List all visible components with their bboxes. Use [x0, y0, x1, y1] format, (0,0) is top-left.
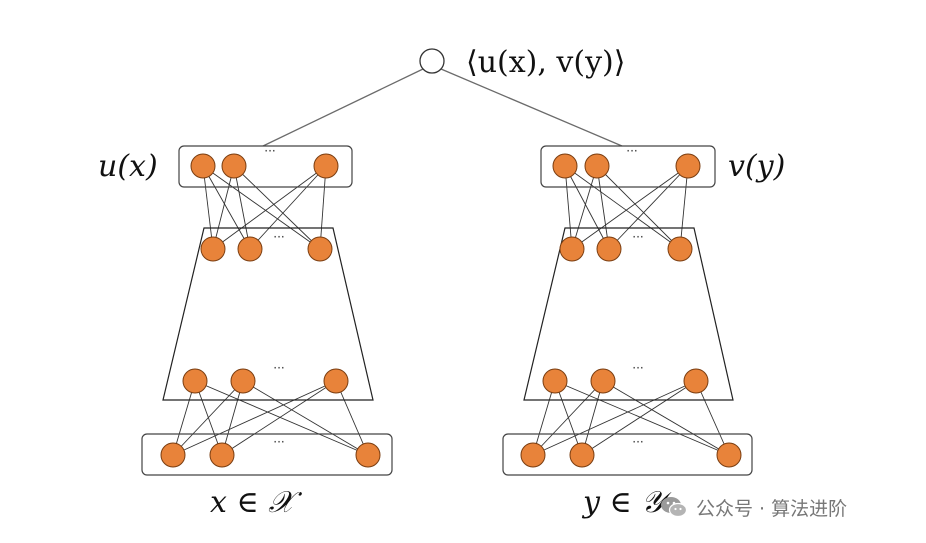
left-hidden-input-edge [172, 380, 337, 456]
left-input-label: x ∈ 𝒳 [210, 485, 302, 520]
right-embedding-hidden-edge [679, 165, 689, 250]
right-embedding-hidden-edge [564, 165, 573, 250]
right-embedding-node [675, 153, 701, 179]
left-embedding-hidden-edge [249, 165, 327, 250]
left-upper-hidden-node [237, 236, 263, 262]
left-hidden-input-edge [335, 380, 369, 456]
output-node-icon [419, 48, 445, 74]
watermark-text: 公众号 · 算法进阶 [696, 497, 848, 520]
left-upper-hidden-node [200, 236, 226, 262]
left-hidden-input-edge [221, 380, 244, 456]
right-lower-hidden-node [683, 368, 709, 394]
left-upper-hidden-node [307, 236, 333, 262]
right-hidden-input-edge [554, 380, 730, 456]
right-embedding-hidden-edge [571, 165, 689, 250]
text-layer: ⟨u(x), v(y)⟩ u(x) v(y) x ∈ 𝒳 y ∈ 𝒴 ··· ··… [98, 45, 785, 520]
left-embedding-label: u(x) [98, 149, 158, 184]
right-input-node [520, 442, 546, 468]
left-input-box [141, 433, 393, 476]
left-embedding-hidden-edge [212, 165, 235, 250]
right-upper-hidden-node [667, 236, 693, 262]
right-hidden-input-edge [532, 380, 697, 456]
left-embedding-hidden-edge [212, 165, 327, 250]
right-input-box [502, 433, 753, 476]
right-hidden-input-edge [532, 380, 604, 456]
right-hidden-input-edge [581, 380, 604, 456]
right-embedding-label: v(y) [728, 149, 785, 184]
left-embedding-node [313, 153, 339, 179]
left-embedding-box [178, 145, 353, 188]
right-input-node [716, 442, 742, 468]
left-lower-hidden-node [230, 368, 256, 394]
right-embedding-node [584, 153, 610, 179]
left-hidden-input-edge [194, 380, 369, 456]
left-hidden-input-edge [172, 380, 244, 456]
wechat-icon [661, 497, 688, 518]
left-input-node [209, 442, 235, 468]
right-embedding-hidden-edge [596, 165, 610, 250]
shapes-layer [141, 145, 753, 476]
right-hidden-input-edge [581, 380, 697, 456]
left-embedding-hidden-edge [233, 165, 321, 250]
right-embedding-hidden-edge [564, 165, 681, 250]
watermark: 公众号 · 算法进阶 [660, 490, 847, 524]
left-lower-hidden-node [182, 368, 208, 394]
left-embedding-hidden-edge [202, 165, 251, 250]
left-embedding-node [190, 153, 216, 179]
right-hidden-layers-trapezoid [523, 227, 734, 401]
right-upper-hidden-node [559, 236, 585, 262]
left-hidden-input-edge [172, 380, 196, 456]
left-hidden-layers-trapezoid [162, 227, 374, 401]
left-hidden-input-edge [242, 380, 369, 456]
left-input-node [160, 442, 186, 468]
left-embedding-hidden-edge [202, 165, 214, 250]
left-input-node [355, 442, 381, 468]
right-input-label: y ∈ 𝒴 [581, 485, 672, 520]
left-hidden-input-edge [221, 380, 337, 456]
right-embedding-hidden-edge [564, 165, 610, 250]
left-embedding-hidden-edge [233, 165, 251, 250]
right-hidden-input-edge [532, 380, 556, 456]
left-embedding-hidden-edge [202, 165, 321, 250]
right-upper-hidden-node [596, 236, 622, 262]
right-ellipsis: ··· [632, 435, 643, 449]
edges-layer [172, 68, 730, 456]
right-hidden-input-edge [602, 380, 730, 456]
right-embedding-node [552, 153, 578, 179]
right-input-node [569, 442, 595, 468]
right-embedding-hidden-edge [596, 165, 681, 250]
right-lower-hidden-node [542, 368, 568, 394]
right-embedding-hidden-edge [608, 165, 689, 250]
left-lower-hidden-node [323, 368, 349, 394]
nodes-layer [160, 48, 742, 468]
left-ellipsis: ··· [273, 361, 284, 375]
right-ellipsis: ··· [626, 144, 637, 158]
left-ellipsis: ··· [264, 144, 275, 158]
right-embedding-hidden-edge [571, 165, 598, 250]
inner-product-label: ⟨u(x), v(y)⟩ [466, 45, 625, 80]
right-tower-to-output-edge [440, 68, 623, 147]
left-embedding-hidden-edge [319, 165, 327, 250]
right-embedding-box [540, 145, 716, 188]
right-hidden-input-edge [695, 380, 730, 456]
right-lower-hidden-node [590, 368, 616, 394]
left-ellipsis: ··· [273, 230, 284, 244]
right-ellipsis: ··· [632, 230, 643, 244]
left-embedding-node [221, 153, 247, 179]
left-ellipsis: ··· [273, 435, 284, 449]
left-tower-to-output-edge [262, 68, 424, 147]
right-ellipsis: ··· [632, 361, 643, 375]
